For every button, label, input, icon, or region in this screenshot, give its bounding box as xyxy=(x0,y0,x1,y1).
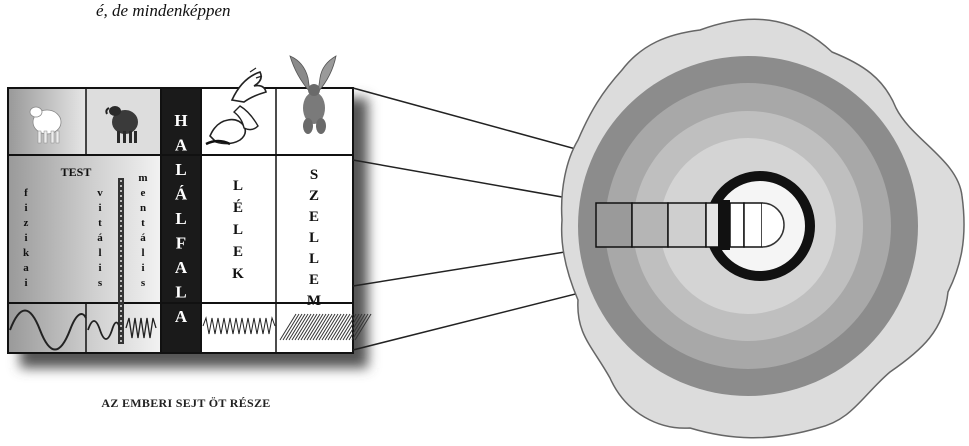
letter: á xyxy=(140,232,146,244)
letter: l xyxy=(141,247,144,259)
ram-icon xyxy=(105,106,138,143)
letter: L xyxy=(175,160,186,179)
strip-cell-3 xyxy=(667,202,707,248)
letter: s xyxy=(141,277,146,289)
nucleus-arc xyxy=(761,202,785,248)
letter: z xyxy=(24,217,29,229)
letter: A xyxy=(175,136,188,155)
letter: F xyxy=(176,234,186,253)
letter: K xyxy=(232,266,244,282)
letter: S xyxy=(310,167,318,183)
letter: f xyxy=(24,187,28,199)
strip-death-wall xyxy=(718,200,730,250)
letter: i xyxy=(98,202,101,214)
letter: E xyxy=(309,272,319,288)
letter: á xyxy=(97,232,103,244)
letter: M xyxy=(307,293,321,309)
diagram-caption: AZ EMBERI SEJT ÖT RÉSZE xyxy=(101,396,271,410)
strip-soul xyxy=(729,202,745,248)
letter: Á xyxy=(175,185,188,204)
letter: H xyxy=(174,111,187,130)
letter: L xyxy=(233,178,243,194)
letter: n xyxy=(140,202,146,214)
death-wall-band xyxy=(161,89,201,352)
letter: A xyxy=(175,258,188,277)
letter: L xyxy=(233,222,243,238)
cell-cross-section xyxy=(560,18,965,439)
body-bottom-section xyxy=(9,304,161,352)
mental-wave xyxy=(125,317,157,339)
winged-figure-icon xyxy=(289,55,337,134)
strip-cell-2 xyxy=(631,202,669,248)
letter: a xyxy=(23,262,29,274)
letter: s xyxy=(98,277,103,289)
body-title: TEST xyxy=(61,165,92,179)
strip-spirit xyxy=(743,202,763,248)
soul-wave xyxy=(202,316,276,335)
physical-wave xyxy=(9,309,87,351)
letter: l xyxy=(98,247,101,259)
strip-cell-1 xyxy=(595,202,633,248)
horse-angel-icon xyxy=(205,67,267,146)
letter: L xyxy=(309,251,319,267)
letter: É xyxy=(233,199,243,216)
letter: t xyxy=(141,217,145,229)
letter: i xyxy=(141,262,144,274)
letter: E xyxy=(309,209,319,225)
lamb-icon xyxy=(29,106,62,144)
letter: t xyxy=(98,217,102,229)
top-text-fragment: é, de mindenképpen xyxy=(96,1,231,20)
letter: i xyxy=(24,277,27,289)
letter: i xyxy=(98,262,101,274)
letter: A xyxy=(175,307,188,326)
spirit-hatching xyxy=(279,313,372,341)
letter: i xyxy=(24,202,27,214)
letter: e xyxy=(141,187,146,199)
letter: m xyxy=(138,172,147,184)
body-middle-section xyxy=(9,156,161,302)
letter: E xyxy=(233,244,243,260)
letter: v xyxy=(97,187,103,199)
letter: i xyxy=(24,232,27,244)
letter: L xyxy=(175,209,186,228)
letter: k xyxy=(23,247,30,259)
letter: L xyxy=(309,230,319,246)
letter: L xyxy=(175,283,186,302)
vital-wave xyxy=(87,320,121,340)
letter: Z xyxy=(309,188,319,204)
